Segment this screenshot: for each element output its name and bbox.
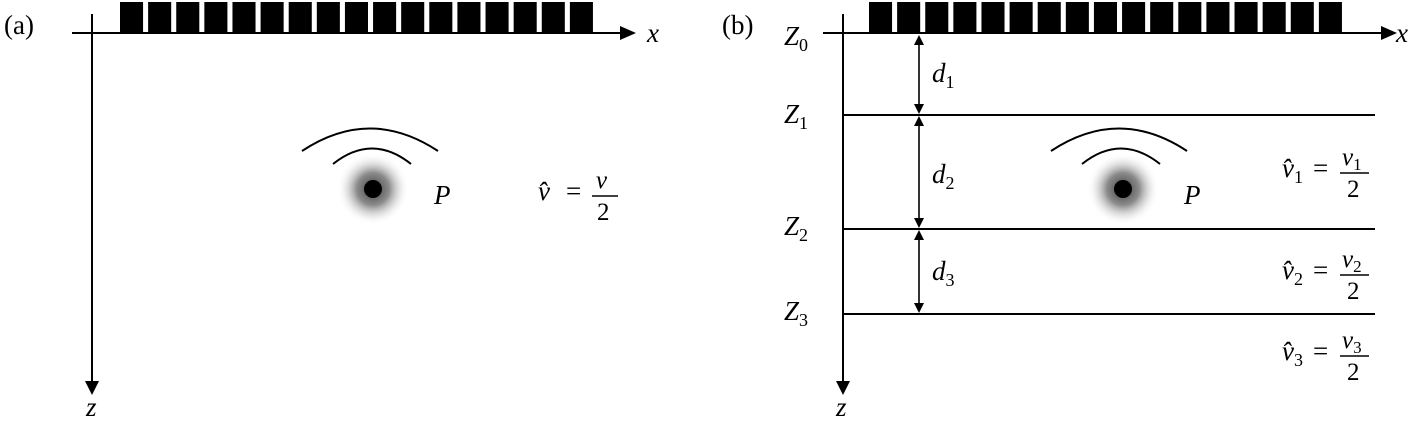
svg-text:=: = — [1313, 255, 1328, 285]
thickness-label-d3: d3 — [932, 256, 955, 290]
velocity-den-a: 2 — [597, 199, 610, 226]
svg-text:=: = — [1313, 336, 1328, 366]
point-label-a: P — [433, 180, 451, 210]
scatter-point-a — [364, 180, 382, 198]
sensor-b-element — [1290, 2, 1314, 33]
sensor-b-element — [953, 2, 977, 33]
wavefront-arcs-b — [1050, 127, 1188, 165]
velocity-eq-a: v̂ = v 2 — [538, 167, 618, 226]
svg-text:v̂1: v̂1 — [1282, 153, 1303, 187]
sensor-b-element — [1065, 2, 1089, 33]
svg-text:2: 2 — [1347, 278, 1360, 305]
x-axis-label-b: x — [1395, 18, 1408, 48]
depth-label-z0: Z0 — [784, 21, 808, 55]
sensor-a-element — [288, 2, 312, 33]
velocity-hat-a: v̂ — [538, 176, 550, 206]
wavefront-arcs-a — [301, 127, 439, 165]
z-axis-label-b: z — [835, 392, 847, 422]
svg-text:v3: v3 — [1342, 327, 1362, 357]
x-axis-arrow-a — [620, 26, 636, 40]
sensor-b-element — [1262, 2, 1286, 33]
panel-b: (b) x z Z0 Z1 Z2 Z3 d1 d2 d — [722, 2, 1408, 422]
sensor-array-a — [120, 2, 593, 33]
svg-text:v1: v1 — [1342, 144, 1362, 174]
sensor-b-element — [1178, 2, 1202, 33]
z-axis-arrow-a — [85, 381, 99, 395]
thickness-label-d1: d1 — [932, 58, 955, 92]
sensor-a-element — [401, 2, 425, 33]
sensor-a-element — [541, 2, 565, 33]
svg-text:=: = — [1313, 153, 1328, 183]
svg-text:v2: v2 — [1342, 246, 1362, 276]
panel-a-label: (a) — [4, 10, 34, 40]
sensor-a-element — [344, 2, 368, 33]
depth-label-z2: Z2 — [784, 211, 808, 245]
svg-text:2: 2 — [1347, 359, 1360, 386]
velocity-eq-b3: v̂3 = v3 2 — [1282, 327, 1369, 386]
x-axis-arrow-b — [1381, 26, 1397, 40]
sensor-b-element — [1122, 2, 1146, 33]
sensor-a-element — [148, 2, 172, 33]
sensor-b-element — [925, 2, 949, 33]
sensor-b-element — [1093, 2, 1117, 33]
sensor-b-element — [1009, 2, 1033, 33]
z-axis-arrow-b — [836, 381, 850, 395]
sensor-b-element — [1150, 2, 1174, 33]
sensor-a-element — [204, 2, 228, 33]
velocity-eq-b2: v̂2 = v2 2 — [1282, 246, 1369, 305]
velocity-num-a: v — [596, 167, 608, 194]
sensor-a-element — [316, 2, 340, 33]
sensor-a-element — [429, 2, 453, 33]
sensor-b-element — [869, 2, 893, 33]
velocity-eq-b1: v̂1 = v1 2 — [1282, 144, 1369, 203]
svg-text:2: 2 — [1347, 176, 1360, 203]
sensor-b-element — [1037, 2, 1061, 33]
sensor-a-element — [569, 2, 593, 33]
sensor-b-element — [1318, 2, 1342, 33]
z-axis-label-a: z — [85, 392, 97, 422]
panel-a: (a) x z P v̂ = v 2 — [4, 2, 659, 422]
x-axis-label-a: x — [646, 18, 659, 48]
sensor-a-element — [485, 2, 509, 33]
panel-b-label: (b) — [722, 10, 753, 40]
sensor-a-element — [176, 2, 200, 33]
sensor-array-b — [869, 2, 1342, 33]
sensor-a-element — [260, 2, 284, 33]
thickness-arrows — [914, 35, 924, 313]
velocity-equals-a: = — [566, 176, 581, 206]
depth-label-z1: Z1 — [784, 99, 808, 133]
svg-text:v̂2: v̂2 — [1282, 255, 1303, 289]
sensor-b-element — [897, 2, 921, 33]
point-label-b: P — [1183, 180, 1201, 210]
sensor-a-element — [120, 2, 144, 33]
sensor-b-element — [1234, 2, 1258, 33]
sensor-a-element — [513, 2, 537, 33]
scatter-point-b — [1114, 180, 1132, 198]
sensor-a-element — [373, 2, 397, 33]
sensor-b-element — [1206, 2, 1230, 33]
svg-text:v̂3: v̂3 — [1282, 336, 1303, 370]
sensor-a-element — [232, 2, 256, 33]
thickness-label-d2: d2 — [932, 159, 955, 193]
sensor-a-element — [457, 2, 481, 33]
depth-label-z3: Z3 — [784, 296, 808, 330]
sensor-b-element — [981, 2, 1005, 33]
